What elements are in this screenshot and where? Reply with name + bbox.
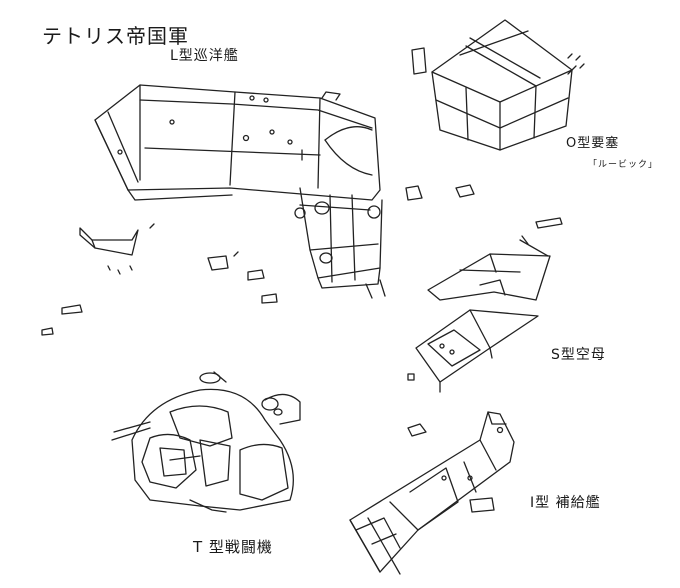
t-type-fighter-drawing bbox=[112, 372, 300, 512]
debris-fragments bbox=[42, 185, 494, 512]
i-type-supply-label: I型 補給艦 bbox=[530, 495, 601, 511]
l-type-cruiser-label: L型巡洋艦 bbox=[170, 48, 239, 64]
o-type-fortress-drawing bbox=[412, 20, 584, 150]
l-type-cruiser-drawing bbox=[95, 85, 385, 298]
s-type-carrier-label: S型空母 bbox=[551, 347, 606, 363]
t-type-fighter-label: T 型戦闘機 bbox=[193, 538, 273, 556]
s-type-carrier-drawing bbox=[416, 218, 562, 392]
i-type-supply-drawing bbox=[350, 412, 514, 574]
page-title: テトリス帝国軍 bbox=[42, 24, 189, 48]
o-type-fortress-nickname: 「ルービック」 bbox=[588, 160, 659, 170]
o-type-fortress-label: O型要塞 bbox=[566, 136, 620, 151]
